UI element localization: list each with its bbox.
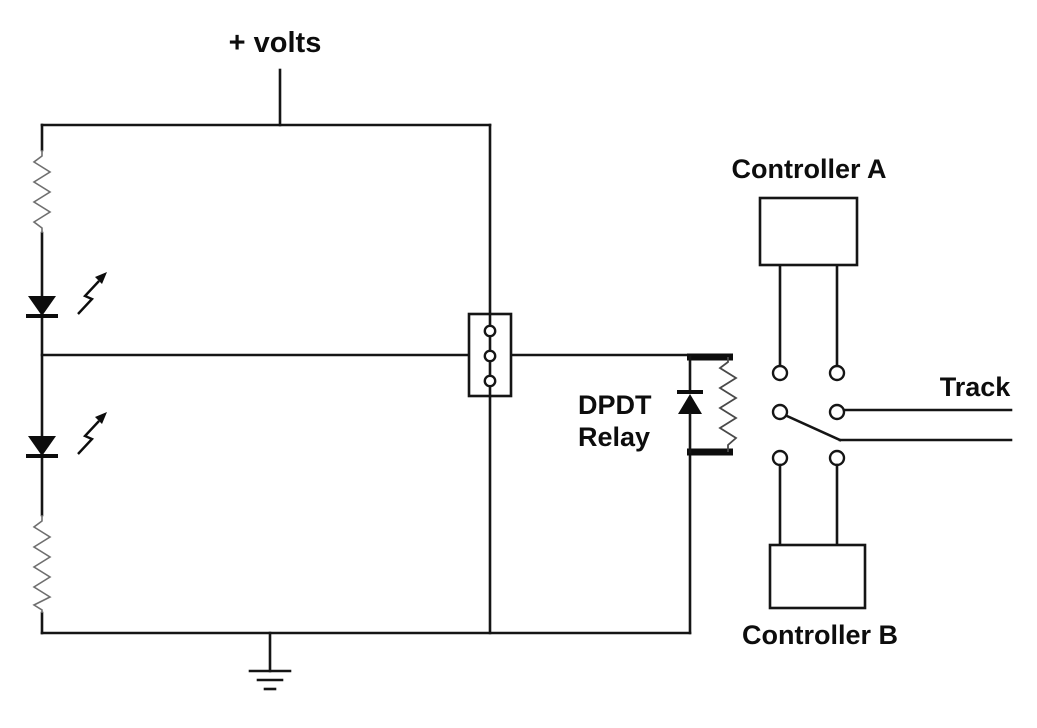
diode-triangle: [28, 436, 56, 456]
relay-label-line1: DPDT: [578, 390, 652, 420]
track-label: Track: [940, 372, 1012, 402]
led-upper: [26, 272, 107, 318]
relay-label-line2: Relay: [578, 422, 650, 452]
contact-top-right: [828, 364, 846, 382]
controller-a-label: Controller A: [732, 154, 887, 184]
contact-common-left: [771, 403, 789, 421]
switch-armature: [785, 414, 842, 442]
supply-label: + volts: [229, 27, 322, 59]
controller-b-label: Controller B: [742, 620, 898, 650]
light-arrow-shaft: [77, 420, 100, 455]
flyback-diode-triangle: [678, 394, 702, 414]
terminal-pin-3: [483, 374, 497, 388]
terminal-block: [467, 312, 513, 398]
contact-bottom-right: [828, 449, 846, 467]
light-arrow-head: [95, 412, 107, 424]
dpdt-contacts: [771, 263, 1013, 547]
terminal-pin-1: [483, 324, 497, 338]
relay-coil-assembly: [677, 353, 738, 456]
contact-bottom-left: [771, 449, 789, 467]
contact-top-left: [771, 364, 789, 382]
relay-coil-zigzag: [718, 357, 738, 452]
led-lower: [26, 412, 107, 458]
controller-a-box: [758, 196, 859, 267]
resistor-upper: [32, 150, 52, 233]
contact-common-right: [828, 403, 846, 421]
resistor-lower: [32, 515, 52, 613]
controller-b-box: [768, 543, 867, 610]
terminal-pin-2: [483, 349, 497, 363]
ground-symbol: [248, 631, 292, 691]
wires: [40, 68, 692, 635]
light-arrow-head: [95, 272, 107, 284]
light-arrow-shaft: [77, 280, 100, 315]
diode-triangle: [28, 296, 56, 316]
